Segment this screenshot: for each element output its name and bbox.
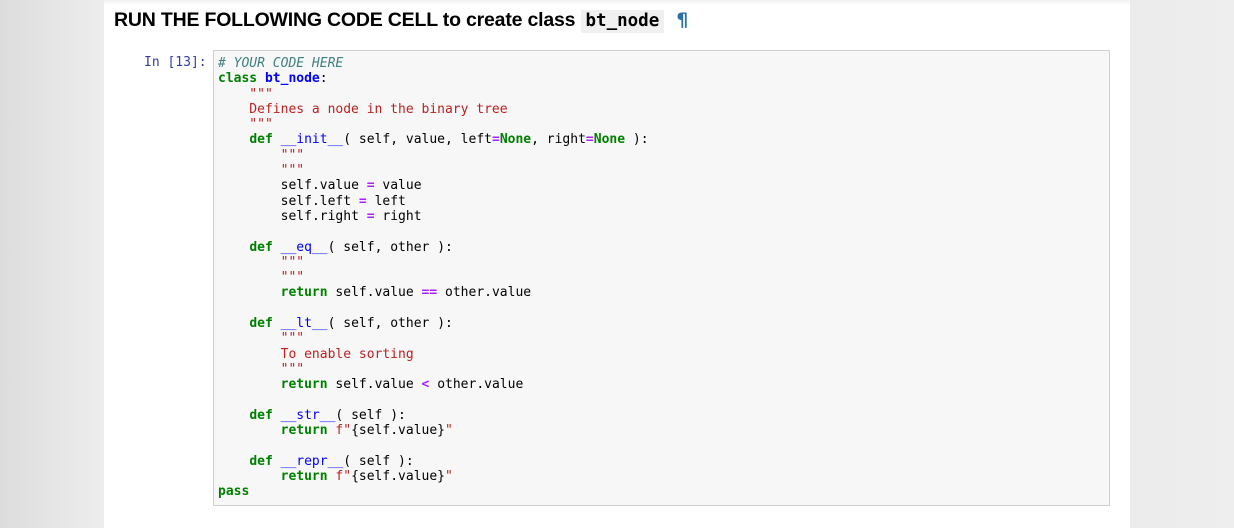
code-content: # YOUR CODE HERE class bt_node: """ Defi… <box>218 56 649 500</box>
markdown-heading: RUN THE FOLLOWING CODE CELL to create cl… <box>114 7 1014 34</box>
anchor-link-icon[interactable]: ¶ <box>676 9 689 31</box>
code-cell[interactable]: In [13]: # YOUR CODE HERE class bt_node:… <box>144 50 1110 506</box>
code-editor[interactable]: # YOUR CODE HERE class bt_node: """ Defi… <box>214 51 1109 504</box>
cell-prompt-label: In [13]: <box>144 55 207 70</box>
heading-code-span: bt_node <box>580 10 665 33</box>
page-top-fade <box>104 0 1130 6</box>
code-input-area[interactable]: # YOUR CODE HERE class bt_node: """ Defi… <box>213 50 1110 506</box>
page-gutter-left <box>0 0 104 528</box>
heading-text: RUN THE FOLLOWING CODE CELL to create cl… <box>114 9 581 31</box>
page-gutter-right <box>1130 0 1234 528</box>
